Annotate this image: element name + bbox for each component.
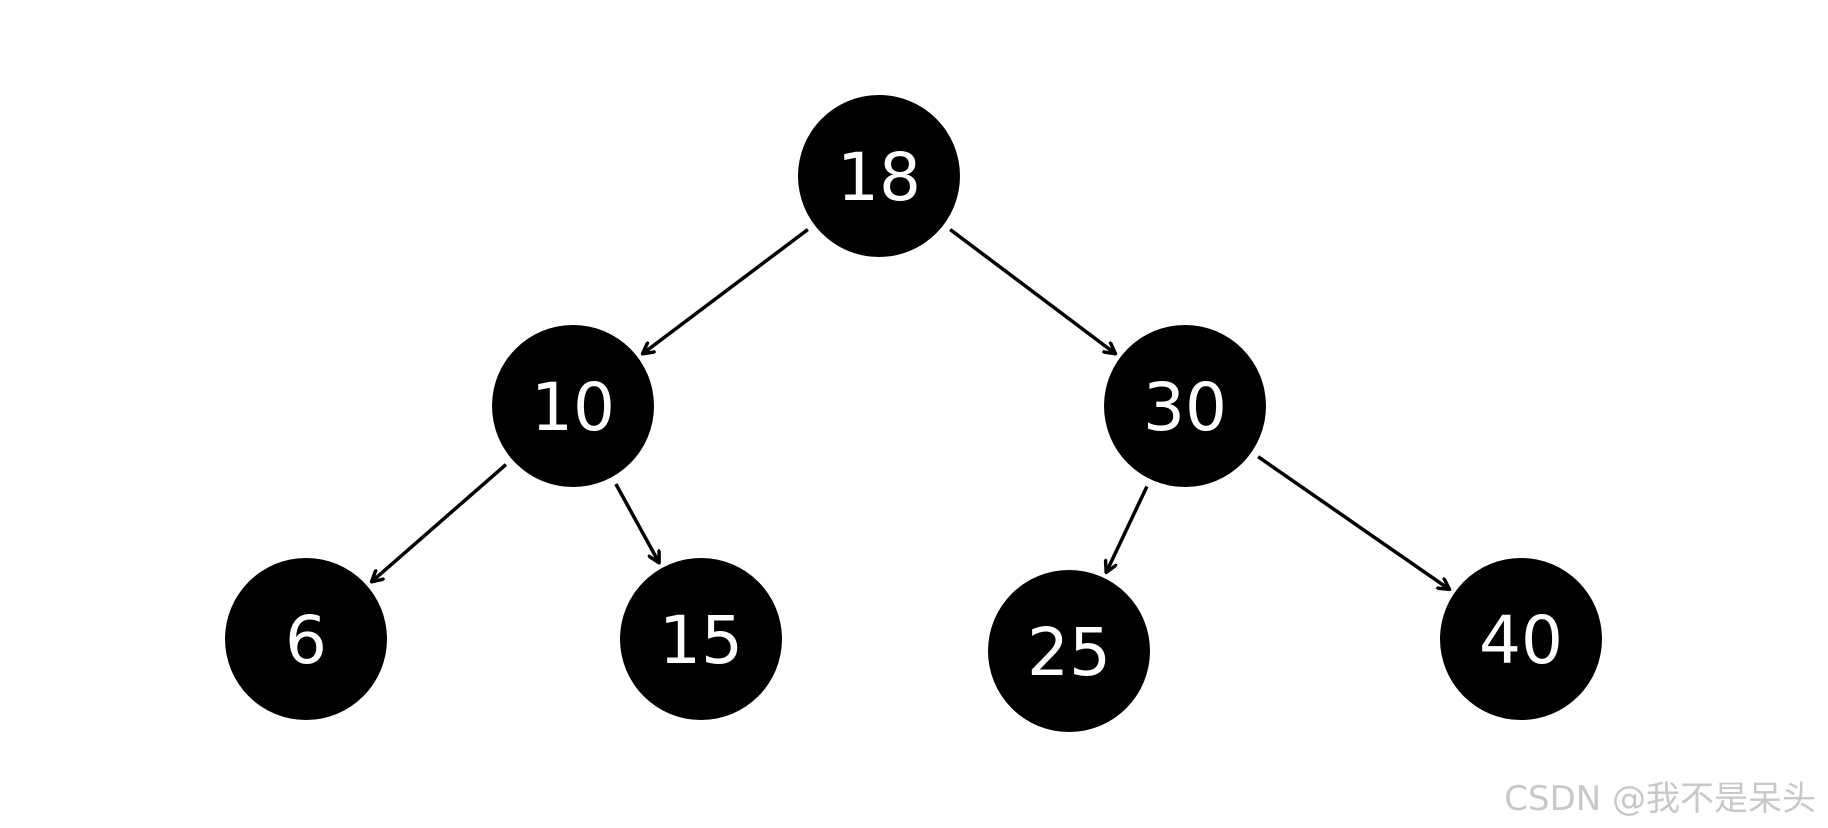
node-label: 18 [837, 139, 921, 216]
edge-n30-n25 [1106, 485, 1149, 572]
tree-node-6: 6 [225, 558, 387, 720]
tree-node-10: 10 [492, 325, 654, 487]
tree-node-40: 40 [1440, 558, 1602, 720]
tree-node-25: 25 [988, 570, 1150, 732]
nodes-layer: 18 10 30 6 15 25 40 [225, 95, 1602, 732]
tree-node-15: 15 [620, 558, 782, 720]
node-circle [225, 558, 387, 720]
node-label: 15 [659, 602, 743, 679]
node-label: 10 [531, 369, 615, 446]
edge-n30-n40 [1257, 455, 1449, 590]
tree-node-30: 30 [1104, 325, 1266, 487]
node-label: 25 [1027, 614, 1111, 691]
edge-n18-n10 [643, 228, 809, 353]
node-circle [620, 558, 782, 720]
edges-layer [372, 228, 1450, 590]
tree-node-18: 18 [798, 95, 960, 257]
edge-n10-n6 [372, 463, 508, 582]
watermark: CSDN @我不是呆头 [1504, 779, 1816, 819]
node-circle [492, 325, 654, 487]
edge-n18-n30 [949, 228, 1115, 353]
node-circle [1440, 558, 1602, 720]
node-circle [1104, 325, 1266, 487]
node-label: 30 [1143, 369, 1227, 446]
node-circle [988, 570, 1150, 732]
edge-n10-n15 [614, 483, 659, 563]
node-label: 6 [285, 602, 327, 679]
node-label: 40 [1479, 602, 1563, 679]
node-circle [798, 95, 960, 257]
